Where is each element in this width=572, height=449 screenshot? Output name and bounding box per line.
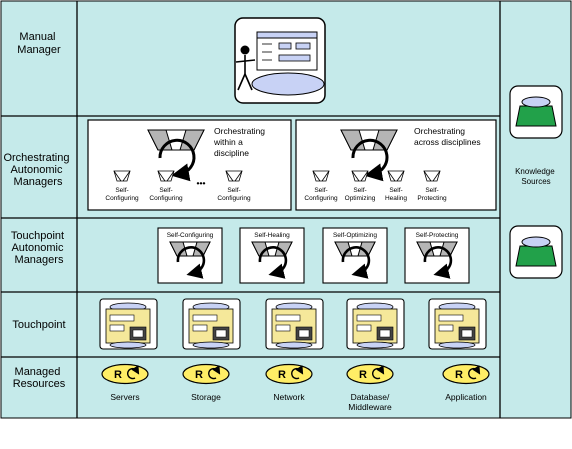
managed-resource-icon: R — [101, 363, 149, 385]
row-label-manual-manager: Manual Manager — [17, 31, 61, 56]
manual-manager-icon — [234, 17, 326, 104]
touchpoint-manager-label: Self-Protecting — [416, 232, 459, 239]
touchpoint-icon — [428, 298, 487, 350]
small-autonomic-manager-icon — [113, 170, 131, 182]
svg-text:Orchestrating across dis: Orchestrating across disciplines — [414, 126, 481, 147]
row-label-managed-resources: Managed Resources — [13, 366, 66, 390]
touchpoint-icon — [346, 298, 405, 350]
small-autonomic-manager-icon — [312, 170, 330, 182]
autonomic-manager-label: Self-Configuring — [217, 187, 251, 202]
orchestrating-manager-cycle-icon — [340, 129, 398, 182]
resource-badge-letter: R — [195, 369, 203, 381]
touchpoint-autonomic-manager: Self-Optimizing — [322, 227, 388, 284]
autonomic-manager-label: Self-Configuring — [304, 187, 338, 202]
orchestration-within-discipline-box: Orchestrating within a discipline Self-C… — [87, 119, 292, 211]
managed-resource-icon: R — [442, 363, 490, 385]
svg-text:Orchestrating within a: Orchestrating within a discipline — [213, 126, 267, 158]
orchestrating-manager-cycle-icon — [147, 129, 205, 182]
small-autonomic-manager-icon — [157, 170, 175, 182]
small-autonomic-manager-icon — [351, 170, 369, 182]
resource-badge-letter: R — [359, 369, 367, 381]
touchpoint-manager-label: Self-Configuring — [167, 232, 214, 239]
touchpoint-autonomic-manager: Self-Protecting — [404, 227, 470, 284]
managed-resource-icon: R — [265, 363, 313, 385]
small-autonomic-manager-icon — [225, 170, 243, 182]
autonomic-manager-label: Self-Protecting — [417, 187, 447, 202]
managed-resource-icon: R — [182, 363, 230, 385]
touchpoint-icon — [99, 298, 158, 350]
row-label-touchpoint: Touchpoint — [12, 319, 65, 331]
ellipsis: ••• — [197, 178, 206, 188]
small-autonomic-manager-icon — [423, 170, 441, 182]
touchpoint-autonomic-manager: Self-Configuring — [157, 227, 223, 284]
autonomic-manager-label: Self-Configuring — [105, 187, 139, 202]
resource-label: Application — [445, 392, 487, 402]
resource-label: Database/Middleware — [348, 392, 392, 412]
resource-label: Servers — [110, 392, 139, 402]
touchpoint-manager-label: Self-Optimizing — [333, 232, 377, 239]
resource-badge-letter: R — [278, 369, 286, 381]
managed-resource-icon: R — [346, 363, 394, 385]
resource-label: Storage — [191, 392, 221, 402]
row-label-touchpoint-managers: Touchpoint Autonomic Managers — [11, 230, 67, 266]
small-autonomic-manager-icon — [387, 170, 405, 182]
autonomic-manager-label: Self-Optimizing — [345, 187, 376, 202]
knowledge-sources-label: Knowledge Sources — [515, 167, 557, 186]
knowledge-source-icon — [509, 85, 563, 139]
touchpoint-icon — [265, 298, 324, 350]
touchpoint-manager-label: Self-Healing — [254, 232, 290, 239]
resource-badge-letter: R — [455, 369, 463, 381]
orchestration-across-disciplines-box: Orchestrating across disciplines Self-Co… — [295, 119, 497, 211]
resource-badge-letter: R — [114, 369, 122, 381]
touchpoint-autonomic-manager: Self-Healing — [239, 227, 305, 284]
resource-label: Network — [273, 392, 305, 402]
knowledge-source-icon — [509, 225, 563, 279]
row-label-orchestrating-managers: Orchestrating Autonomic Managers — [3, 152, 72, 188]
touchpoint-icon — [182, 298, 241, 350]
autonomic-manager-label: Self-Healing — [385, 187, 407, 202]
autonomic-manager-label: Self-Configuring — [149, 187, 183, 202]
